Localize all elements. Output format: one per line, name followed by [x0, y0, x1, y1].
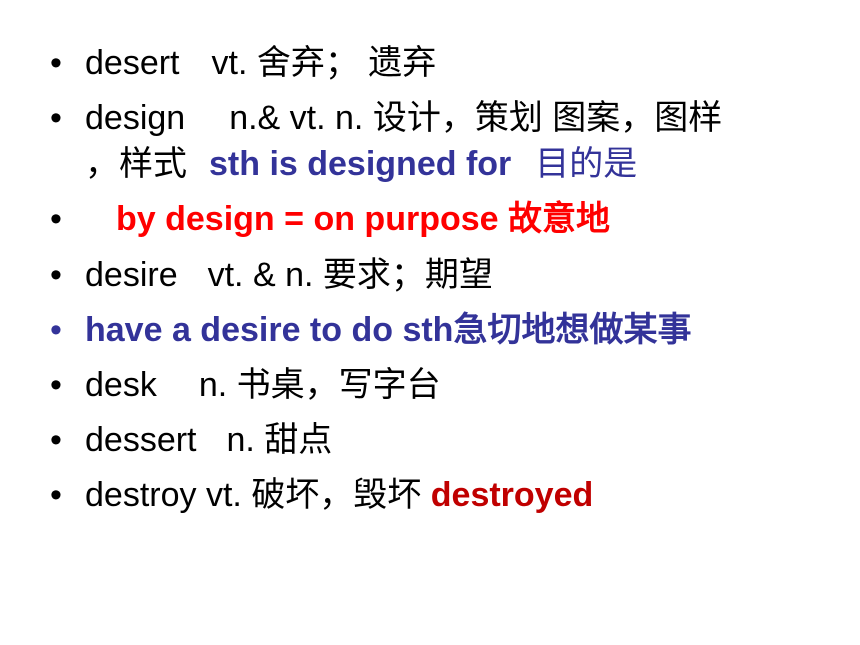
entry-phrase: have a desire to do sth急切地想做某事 — [85, 311, 692, 349]
entry-pos: n. — [226, 421, 255, 459]
entry-pos: n.& vt. n. — [229, 99, 364, 137]
entry-phrase: by design = on purpose 故意地 — [116, 200, 610, 238]
entry-meaning: 甜点 — [264, 421, 333, 459]
entry-line: desert vt. 舍弃； 遗弃 — [85, 40, 436, 86]
entry-meaning: 舍弃； 遗弃 — [256, 44, 437, 82]
entry-phrase: sth is designed for — [209, 145, 512, 183]
entry-pos: n. — [198, 366, 228, 404]
entry-phrase-meaning: 目的是 — [535, 145, 638, 183]
bullet: • — [50, 311, 62, 349]
bullet: • — [50, 256, 62, 294]
entry-word: desk — [85, 366, 157, 404]
entry-meaning: 破坏，毁坏 — [251, 476, 422, 514]
bullet: • — [50, 476, 62, 514]
entry-pos: vt. — [211, 44, 248, 82]
entry-word: desire — [85, 256, 178, 294]
entry-pos: vt. & n. — [207, 256, 314, 294]
entry-line: destroy vt. 破坏，毁坏 destroyed — [85, 472, 593, 518]
entry-meaning-continued: ，样式 — [85, 145, 187, 183]
entry-word: design — [85, 99, 186, 137]
bullet: • — [50, 44, 62, 82]
entry-meaning: 书桌，写字台 — [236, 366, 441, 404]
entry-meaning: 设计，策划 图案，图样 — [372, 99, 723, 137]
entry-word: dessert — [85, 421, 197, 459]
bullet: • — [50, 366, 62, 404]
entry-word: desert — [85, 44, 180, 82]
entry-line: have a desire to do sth急切地想做某事 — [85, 307, 691, 353]
entry-word: destroy — [85, 476, 197, 514]
entry-pos: vt. — [205, 476, 242, 514]
entry-line: desire vt. & n. 要求；期望 — [85, 252, 493, 298]
bullet: • — [50, 99, 62, 137]
entry-line: by design = on purpose 故意地 — [116, 196, 610, 242]
entry-meaning: 要求；期望 — [322, 256, 493, 294]
entry-extra: destroyed — [430, 476, 594, 514]
bullet: • — [50, 421, 62, 459]
entry-line: desk n. 书桌，写字台 — [85, 362, 441, 408]
entry-line-continued: ，样式 sth is designed for 目的是 — [85, 141, 637, 187]
entry-line: design n.& vt. n. 设计，策划 图案，图样 — [85, 95, 722, 141]
entry-line: dessert n. 甜点 — [85, 417, 332, 463]
bullet: • — [50, 200, 62, 238]
